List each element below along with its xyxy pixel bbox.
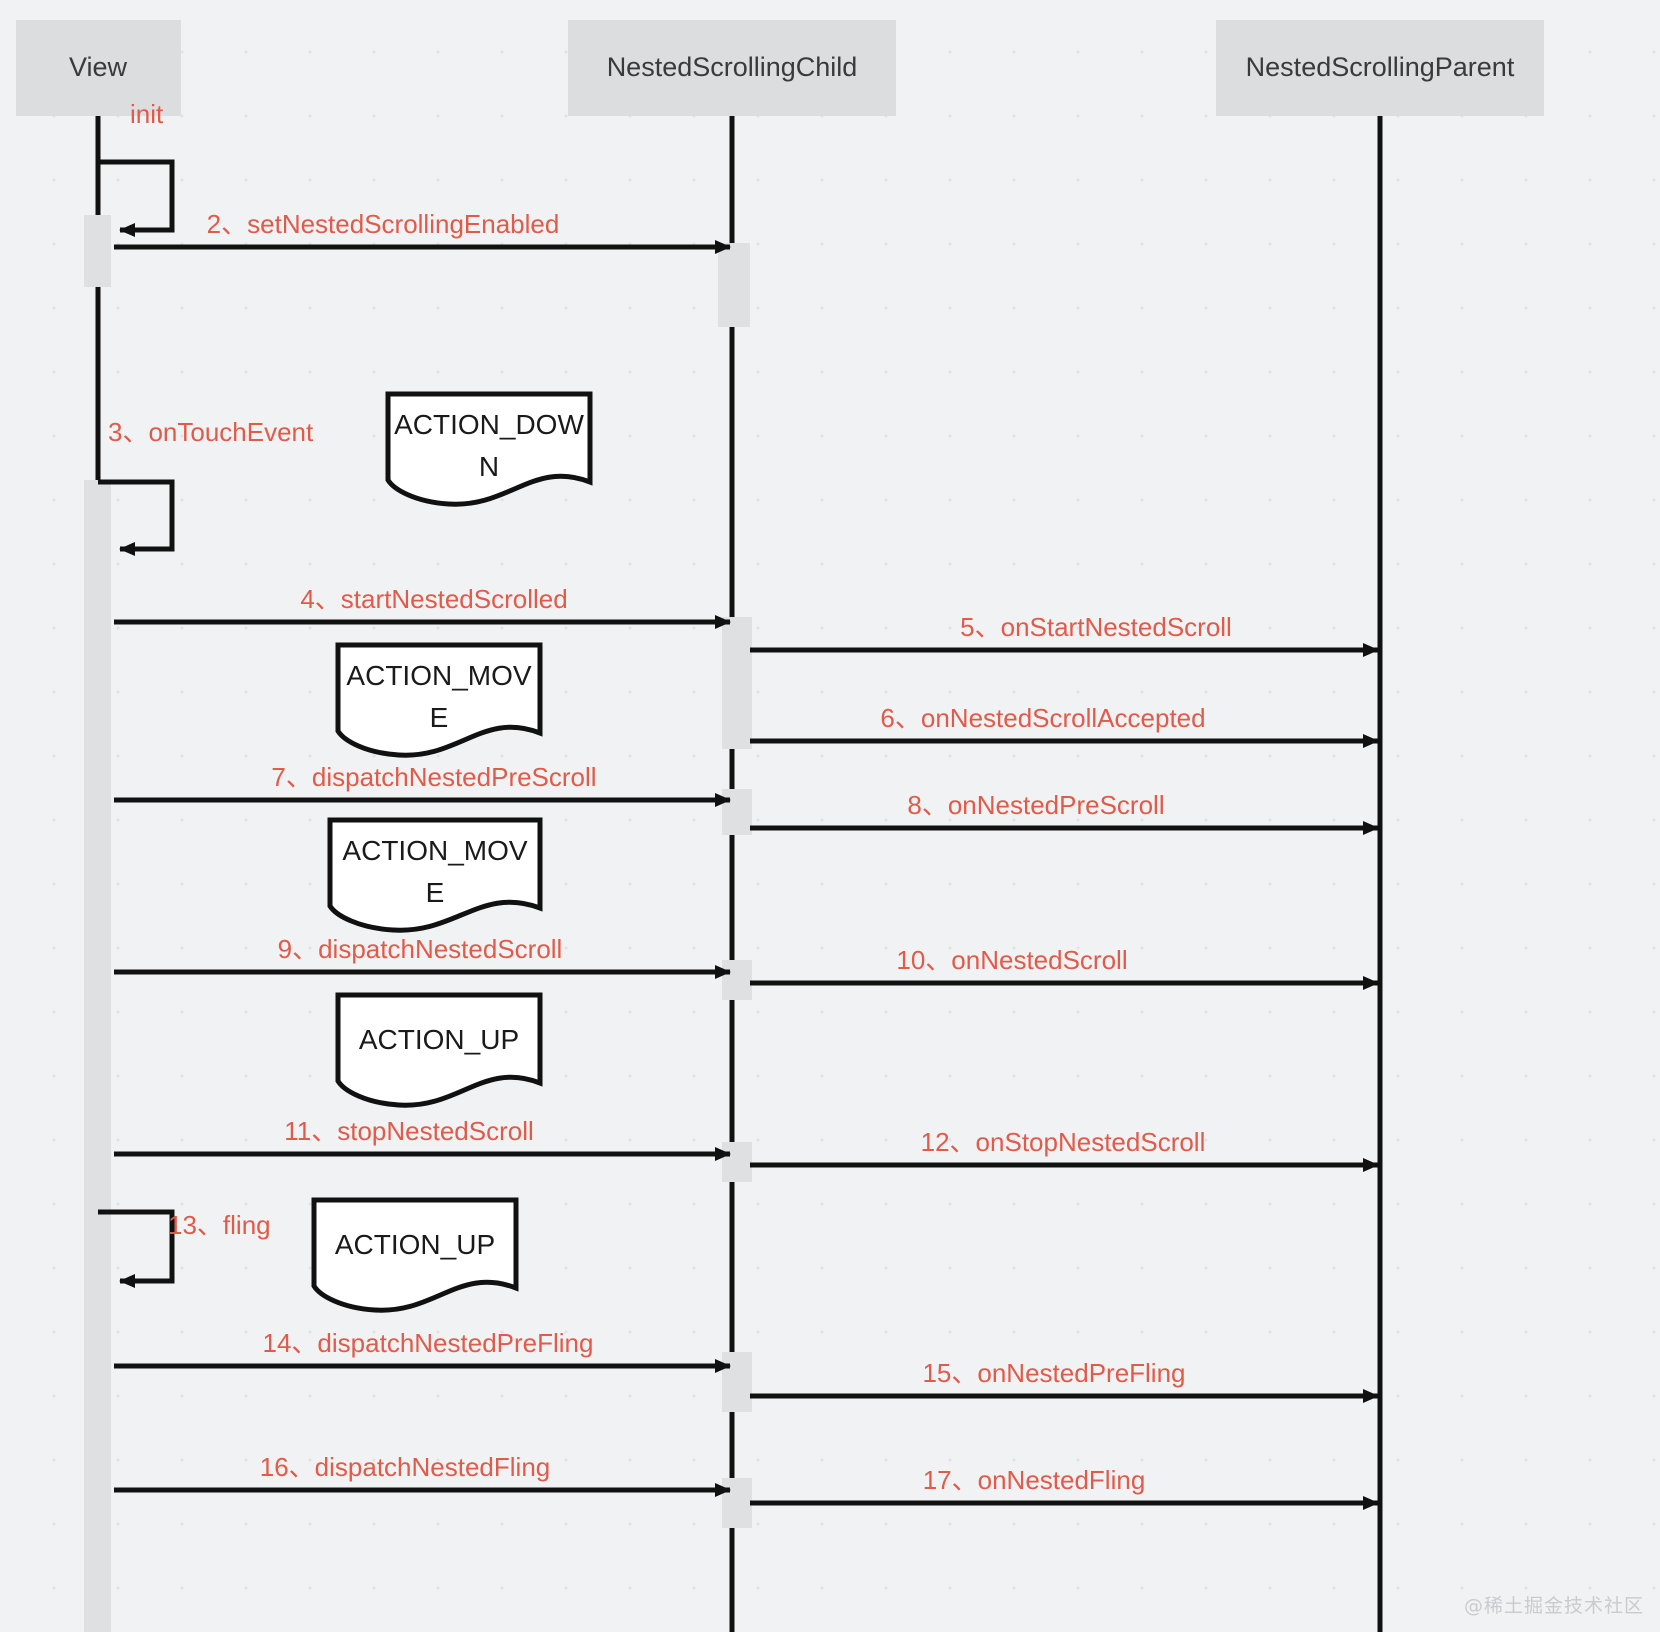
activation-bar xyxy=(722,1142,752,1182)
activation-bar xyxy=(84,215,111,287)
participant-box-parent[interactable] xyxy=(1216,20,1544,116)
activation-bar xyxy=(722,960,752,1000)
participant-box-view[interactable] xyxy=(16,20,181,116)
activation-bar xyxy=(722,1352,752,1412)
note-action-down xyxy=(385,391,593,507)
activation-bar xyxy=(722,1478,752,1528)
self-call-arrow-self-ontouchevent xyxy=(98,479,175,556)
messages-group xyxy=(98,159,1379,1510)
self-call-arrow-self-fling xyxy=(98,1209,175,1288)
message-label-4: 4、startNestedScrolled xyxy=(300,584,567,614)
message-label-2: 2、setNestedScrollingEnabled xyxy=(207,209,560,239)
message-label-9: 9、dispatchNestedScroll xyxy=(278,934,563,964)
note-action-move-1-line: E xyxy=(430,702,449,733)
message-label-16: 16、dispatchNestedFling xyxy=(260,1452,551,1482)
message-label-13: 13、fling xyxy=(168,1210,271,1240)
message-labels-group: init 2、setNestedScrollingEnabled 3、onTouch… xyxy=(108,99,1232,1495)
message-label-8: 8、onNestedPreScroll xyxy=(907,790,1164,820)
participant-headers-group: View NestedScrollingChild NestedScrollingP… xyxy=(16,20,1544,116)
note-action-up-1 xyxy=(335,992,543,1108)
message-label-3: 3、onTouchEvent xyxy=(108,417,314,447)
activation-bar xyxy=(722,789,752,835)
participant-label-view: View xyxy=(69,52,128,82)
message-label-5: 5、onStartNestedScroll xyxy=(960,612,1232,642)
note-action-down-line: N xyxy=(479,451,499,482)
message-label-15: 15、onNestedPreFling xyxy=(922,1358,1185,1388)
activation-bar xyxy=(722,617,752,749)
note-action-up-2-line: ACTION_UP xyxy=(335,1229,495,1260)
participant-label-child: NestedScrollingChild xyxy=(607,52,858,82)
activations-group xyxy=(84,215,752,1632)
message-label-7: 7、dispatchNestedPreScroll xyxy=(271,762,596,792)
note-action-move-2-line: E xyxy=(426,877,445,908)
message-label-10: 10、onNestedScroll xyxy=(896,945,1127,975)
note-action-move-2 xyxy=(327,817,543,933)
message-label-12: 12、onStopNestedScroll xyxy=(921,1127,1206,1157)
message-label-17: 17、onNestedFling xyxy=(923,1465,1146,1495)
activation-bar xyxy=(84,480,111,1632)
message-label-init: init xyxy=(130,99,164,129)
self-call-arrow-self-init xyxy=(98,159,175,237)
watermark: @稀土掘金技术社区 xyxy=(1463,1595,1644,1617)
note-action-move-1-line: ACTION_MOV xyxy=(346,660,531,691)
message-label-6: 6、onNestedScrollAccepted xyxy=(880,703,1205,733)
participant-box-child[interactable] xyxy=(568,20,896,116)
note-action-up-1-line: ACTION_UP xyxy=(359,1024,519,1055)
notes-group: ACTION_DOW N ACTION_MOV E ACTION_MOV E ACTION_… xyxy=(311,391,593,1313)
message-label-11: 11、stopNestedScroll xyxy=(284,1116,534,1146)
note-action-down-line: ACTION_DOW xyxy=(394,409,584,440)
activation-bar xyxy=(718,243,750,327)
note-action-move-1 xyxy=(335,642,543,758)
note-action-move-2-line: ACTION_MOV xyxy=(342,835,527,866)
participant-label-parent: NestedScrollingParent xyxy=(1246,52,1515,82)
message-label-14: 14、dispatchNestedPreFling xyxy=(263,1328,594,1358)
note-action-up-2 xyxy=(311,1197,519,1313)
